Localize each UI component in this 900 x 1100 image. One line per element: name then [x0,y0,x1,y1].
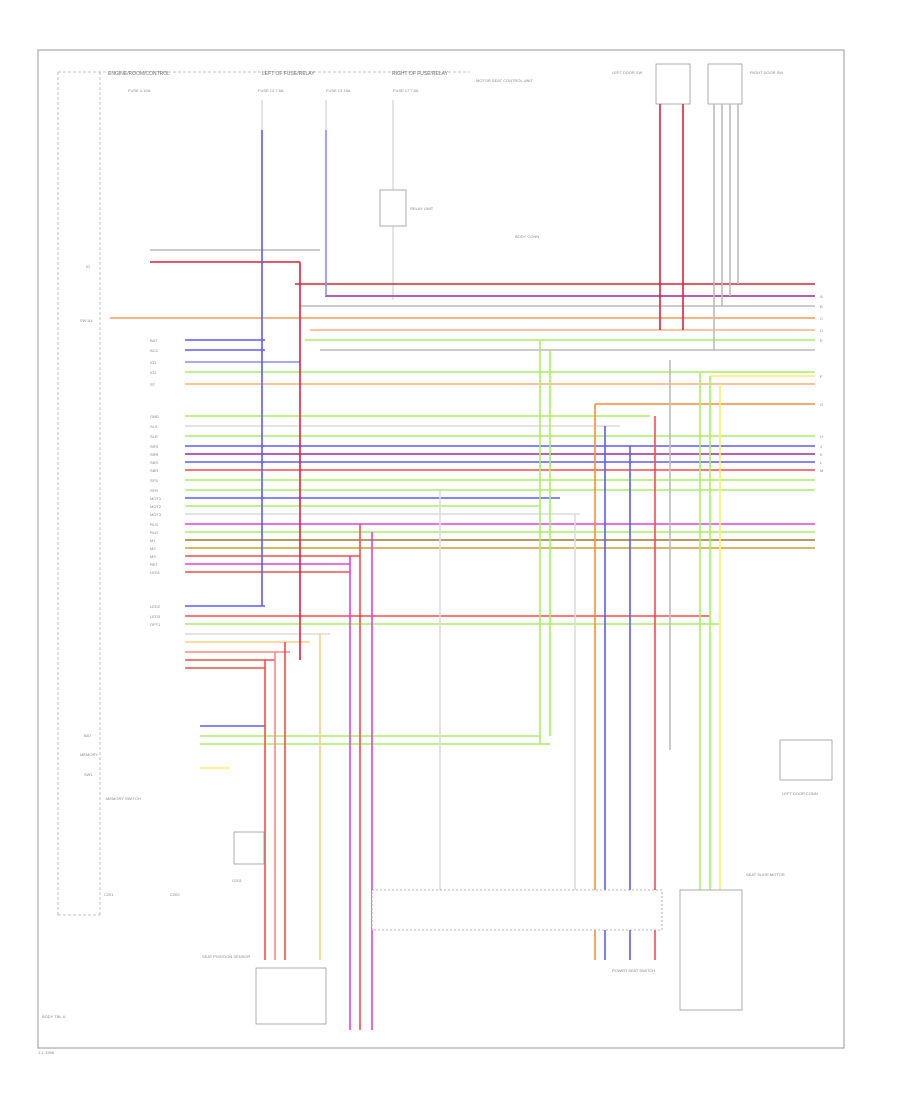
left-side-swill: SW ILL [80,318,94,323]
left-row-label: OPT1 [150,622,161,627]
left-side-sw1: SW1 [84,772,93,777]
right-end-label: A [820,294,823,299]
right-motor-box [679,889,743,1011]
right-end-label: K [820,452,823,457]
left-row-label: MOT2 [150,504,162,509]
right-end-label: F [820,374,823,379]
left-row-label: MOT1 [150,496,162,501]
left-row-label: ACC [150,348,159,353]
fuse-a-label: FUSE 4 10A [128,88,151,93]
right-end-label: L [820,460,823,465]
right-motor-label: SEAT SLIDE MOTOR [746,872,785,877]
left-row-label: BAT [150,338,158,343]
left-side-memory: MEMORY [80,752,98,757]
fuse-b-label: FUSE 12 7.5A [258,88,284,93]
left-row-label: LED2 [150,604,161,609]
left-row-label: RLS [150,522,158,527]
left-row-label: M2 [150,546,156,551]
left-row-label: M1 [150,538,156,543]
left-row-label: SBS [150,460,158,465]
left-row-label: SBR [150,468,158,473]
right-panel-label: LEFT DOOR CONN [782,791,818,796]
right-end-label: G [820,402,823,407]
seat-sensor-label: SEAT POSITION SENSOR [202,954,250,959]
lcd-right-label: RIGHT DOOR SW [750,70,783,75]
fuse-stubs [261,100,394,300]
right-end-label: H [820,434,823,439]
note-top: MOTOR SEAT CONTROL UNIT [476,78,534,83]
ground-bottom-label-b: C202 [170,892,180,897]
right-panel-box [779,739,833,781]
section-engine: ENGINE/ROOM/CONTROL [108,71,170,77]
diagram-frame [37,49,845,1049]
wires [110,104,815,1030]
left-side-ig: IG [86,264,90,269]
lcd-left-label: LEFT DOOR SW [612,70,643,75]
ground-label: G201 [232,878,243,883]
left-row-label: RLR [150,530,158,535]
right-end-label: B [820,304,823,309]
right-end-label: C [820,316,823,321]
right-end-label: M [820,468,823,473]
seat-sensor-box [255,967,327,1025]
lower-left-label: MEMORY SWITCH [106,796,141,801]
lower-left-switch [233,831,265,865]
left-row-label: M3 [150,554,156,559]
left-row-label: GND [150,414,159,419]
left-row-label: SFR [150,488,158,493]
switch-block-label: POWER SEAT SWITCH [612,968,655,973]
switch-block [371,889,663,931]
relay-label: RELAY UNIT [410,206,434,211]
bottom-left-label: BODY TBL U [42,1014,66,1019]
left-row-label: SLS [150,424,158,429]
top-connector-right [707,63,743,105]
left-row-label: SRR [150,452,159,457]
right-end-label: D [820,328,823,333]
left-row-label: LED3 [150,614,161,619]
footer-code: 1-1-1996 [38,1050,55,1055]
left-row-label: IG1 [150,360,157,365]
body-conn-label: BODY CONN [515,234,539,239]
left-row-label: IG2 [150,370,157,375]
left-row-label: LED1 [150,570,161,575]
left-row-label: ST [150,382,156,387]
fuse-c-label: FUSE 13 15A [326,88,351,93]
left-side-bat: BAT [84,733,92,738]
right-end-label: E [820,338,823,343]
section-left-fuse: LEFT OF FUSE/RELAY [262,71,315,77]
left-row-label: SLR [150,434,158,439]
fuse-d-label: FUSE 17 7.5A [393,88,419,93]
left-row-label: MOT3 [150,512,162,517]
top-connector-left [655,63,691,105]
left-row-label: SFS [150,478,158,483]
relay-box [379,189,407,227]
section-right-fuse: RIGHT OF FUSE/RELAY [392,71,449,77]
left-row-label: RET [150,562,159,567]
left-row-label: SRS [150,444,159,449]
right-end-label: J [820,444,822,449]
ground-bottom-label: C201 [104,892,114,897]
